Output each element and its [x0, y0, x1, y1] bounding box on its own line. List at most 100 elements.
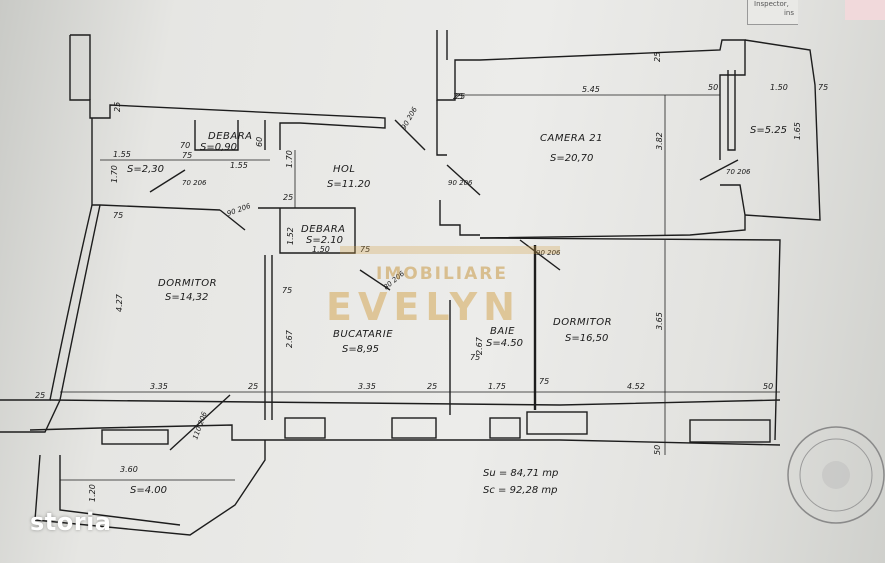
door-label: 70 206: [182, 179, 207, 187]
door-label: 90 206: [226, 202, 252, 218]
dim-label: 25: [427, 382, 437, 391]
wall-debara2: [258, 207, 356, 254]
room-area-camera: S=20,70: [550, 153, 593, 164]
dim-label: 60: [255, 137, 264, 147]
window-bedroom-left: [101, 429, 169, 445]
dim-label: 75: [818, 83, 828, 92]
room-name-baie: BAIE: [490, 326, 515, 337]
dim-label: 50: [653, 445, 662, 455]
pink-paper-corner: [845, 0, 885, 20]
room-area-baie: S=4.50: [486, 338, 523, 349]
window-bath: [489, 417, 521, 439]
dim-label: 2.67: [285, 329, 294, 348]
watermark-line1: IMOBILIARE: [376, 264, 508, 284]
door-swing-5: [699, 159, 739, 181]
dim-label: 25: [283, 193, 293, 202]
dim-label: 25: [113, 102, 122, 112]
total-built-area: Sc = 92,28 mp: [483, 485, 557, 496]
room-area-balcony-left: S=4.00: [130, 485, 167, 496]
watermark-line2: EVELYN: [326, 285, 521, 329]
wall-balcony-left-inner: [59, 455, 181, 526]
total-usable-area: Su = 84,71 mp: [483, 468, 558, 479]
door-swing-3: [394, 119, 426, 151]
dim-label: 75: [182, 151, 192, 160]
wall-top-left: [69, 35, 386, 150]
dim-label: 1.50: [770, 83, 788, 92]
door-swing-2: [219, 209, 246, 231]
door-label: 70 206: [726, 168, 751, 176]
door-swing-1: [149, 169, 186, 193]
wall-storage-left: [91, 118, 221, 211]
room-name-bucatarie: BUCATARIE: [333, 329, 393, 340]
room-area-debara-2: S=2.10: [306, 235, 343, 246]
dim-label: 1.70: [110, 165, 119, 183]
door-swing-8: [169, 394, 231, 451]
room-name-debara-2: DEBARA: [301, 224, 346, 235]
dim-label: 50: [708, 83, 718, 92]
wall-hol-right: [439, 200, 480, 236]
wall-camera-bottom: [479, 184, 746, 239]
wall-balcony-window: [727, 70, 736, 151]
dim-label: 75: [360, 245, 370, 254]
dim-label: 3.60: [120, 465, 138, 474]
room-name-debara-1: DEBARA: [208, 131, 253, 142]
dim-label: 25: [35, 391, 45, 400]
dim-label: 1.65: [793, 122, 802, 140]
wall-camera-left: [436, 100, 447, 156]
dim-label: 1.55: [113, 150, 131, 159]
dim-label: 3.35: [150, 382, 168, 391]
dim-label: 25: [455, 92, 465, 101]
dim-label: 75: [282, 286, 292, 295]
room-area-hol: S=11.20: [327, 179, 370, 190]
dim-label: 1.55: [230, 161, 248, 170]
window-dormitor-right: [689, 419, 771, 443]
dim-label: 3.65: [655, 312, 664, 330]
dim-label: 50: [763, 382, 773, 391]
dim-label: 1.50: [312, 245, 330, 254]
room-area-storage: S=2,30: [127, 164, 164, 175]
dim-label: 25: [653, 52, 662, 62]
wall-bottom-outer: [29, 424, 781, 446]
inspector-note-line1: Inspector,: [754, 0, 789, 8]
wall-dormitor-right: [479, 237, 781, 441]
watermark-logo: IMOBILIARE EVELYN: [326, 246, 560, 329]
room-area-dormitor-1: S=14,32: [165, 292, 208, 303]
dim-label: 1.75: [488, 382, 506, 391]
official-stamp: [787, 426, 885, 524]
door-swing-7: [359, 269, 391, 291]
door-label: 90 206: [448, 179, 473, 187]
room-area-debara-1: S=0,90: [200, 142, 237, 153]
dim-label: 1.52: [286, 227, 295, 245]
wall-balcony-right: [744, 39, 821, 221]
dim-label: 70: [180, 141, 190, 150]
wall-balcony-left: [34, 440, 266, 536]
wall-left-curved: [0, 204, 101, 433]
window-dormitor-left: [526, 411, 588, 435]
dim-label: 75: [539, 377, 549, 386]
inspector-note-box: Inspector, ins: [747, 0, 798, 25]
door-label: 90 206: [536, 249, 561, 257]
dim-label: 25: [453, 92, 463, 101]
dim-label: 1.70: [285, 150, 294, 168]
dim-label: 3.82: [655, 132, 664, 150]
dim-label: 1.20: [88, 484, 97, 502]
wall-top-left-stub: [70, 34, 91, 100]
inspector-note-line2: ins: [783, 9, 794, 17]
dim-label: 2.67: [475, 336, 484, 355]
dim-label: 75: [113, 211, 123, 220]
walls: [0, 30, 821, 536]
room-area-dormitor-2: S=16,50: [565, 333, 608, 344]
dim-label: 4.52: [627, 382, 645, 391]
dim-label: 4.27: [115, 293, 124, 312]
room-name-hol: HOL: [333, 164, 355, 175]
door-label: 90 206: [400, 105, 419, 131]
room-area-bucatarie: S=8,95: [342, 344, 379, 355]
door-swing-4: [446, 164, 481, 196]
dim-label: 5.45: [582, 85, 600, 94]
wall-debara-small: [194, 120, 239, 151]
room-area-balcony-right: S=5.25: [750, 125, 787, 136]
room-name-dormitor-2: DORMITOR: [553, 317, 612, 328]
dim-label: 75: [470, 353, 480, 362]
